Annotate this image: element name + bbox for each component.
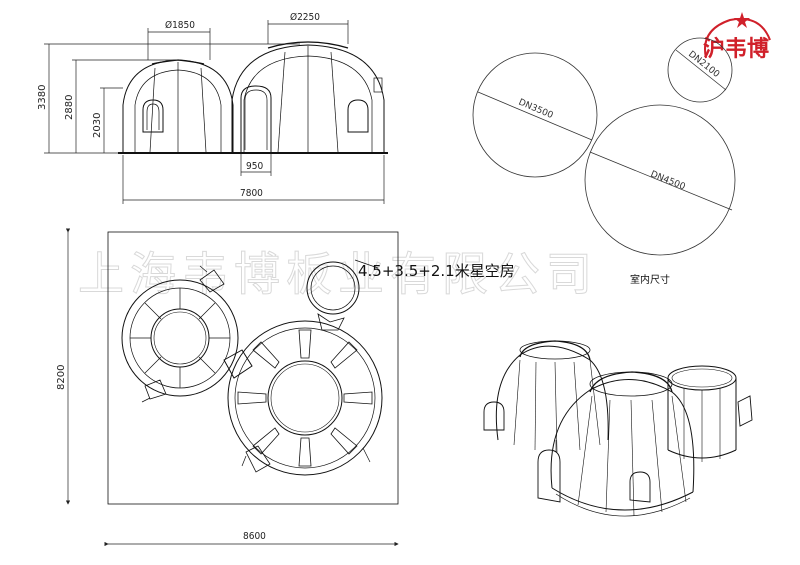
label-dn-medium: DN3500 xyxy=(517,98,555,122)
circle-medium xyxy=(472,52,598,178)
elevation-view xyxy=(118,41,388,154)
dim-large-diameter: Ø2250 xyxy=(290,11,320,23)
dim-small-diameter: Ø1850 xyxy=(165,19,195,31)
logo-text: 沪韦博 xyxy=(703,36,769,62)
dim-plan-depth: 8200 xyxy=(56,365,67,390)
logo-swoosh-icon xyxy=(704,18,771,59)
plan-dimensions xyxy=(65,228,399,547)
dim-height-total: 3380 xyxy=(37,85,48,110)
plan-view xyxy=(107,231,399,505)
label-dn-large: DN4500 xyxy=(649,170,687,193)
elevation-dimensions xyxy=(44,20,385,204)
perspective-view xyxy=(483,340,753,517)
dim-height-small: 2030 xyxy=(92,113,103,138)
dim-plan-width: 8600 xyxy=(243,531,266,542)
dim-total-width: 7800 xyxy=(240,188,263,199)
logo: 沪韦博 xyxy=(703,12,771,62)
diagram-subtitle: 室内尺寸 xyxy=(630,273,670,286)
logo-star-icon xyxy=(734,12,750,28)
circle-small xyxy=(667,37,733,103)
dim-height-large: 2880 xyxy=(64,95,75,120)
dim-door-width: 950 xyxy=(246,161,263,172)
circle-large xyxy=(584,104,736,256)
diagram-title: 4.5+3.5+2.1米星空房 xyxy=(358,262,515,280)
circle-diagrams xyxy=(472,37,736,256)
watermark-text: 上海韦博板业有限公司 xyxy=(78,247,598,301)
